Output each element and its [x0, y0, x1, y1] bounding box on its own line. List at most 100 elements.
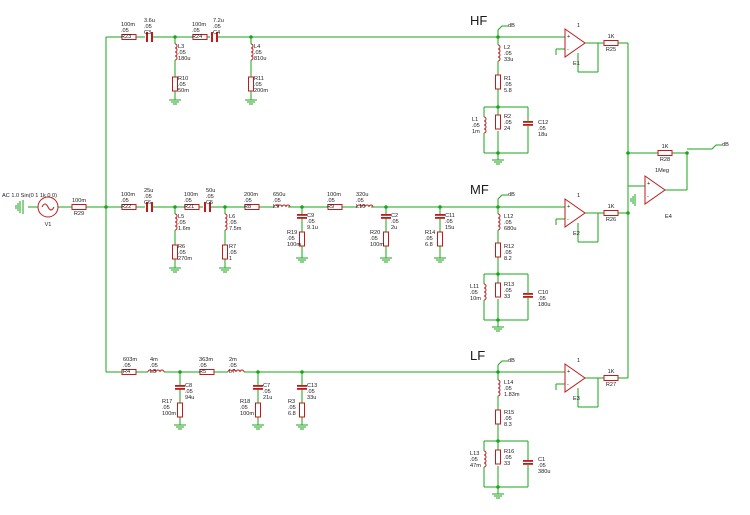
resistor-r4	[121, 369, 137, 375]
r1-label-0: R1	[504, 76, 511, 82]
r22-label-2: R22	[121, 204, 131, 210]
capacitor-c13	[297, 385, 307, 390]
r10-label-0: R10	[178, 76, 188, 82]
l12-label-2: 680u	[504, 226, 516, 232]
inductor-l7	[227, 369, 245, 373]
r8-label-2: R8	[244, 204, 251, 210]
r21-label-2: R21	[184, 204, 194, 210]
r19-label-2: 100m	[287, 242, 301, 248]
c11-label-0: C11	[445, 213, 455, 219]
r11-label-2: 200m	[254, 88, 268, 94]
r16-label-2: 33	[504, 461, 510, 467]
buffer-e2: +-	[564, 198, 586, 228]
r16-label-1: .05	[504, 455, 512, 461]
band-title-hf: HF	[470, 13, 487, 28]
r18-label-0: R18	[240, 399, 250, 405]
ground-symbol	[169, 267, 181, 273]
ground-symbol	[169, 99, 181, 105]
resistor-r24	[192, 34, 208, 40]
l10-label-2: L10	[356, 204, 365, 210]
r5-label-0: 363m	[199, 357, 213, 363]
r8-label-1: .05	[244, 198, 252, 204]
l10-label-1: .05	[356, 198, 364, 204]
net-flag	[497, 25, 508, 31]
capacitor-c11	[435, 214, 445, 219]
capacitor-c7	[253, 385, 263, 390]
r13-label-2: 33	[504, 294, 510, 300]
c7-label-2: 21u	[263, 395, 272, 401]
r2-label-1: .05	[504, 120, 512, 126]
r4-label-2: R4	[123, 369, 130, 375]
r3-label-0: R3	[288, 399, 295, 405]
l10-label-0: 320u	[356, 192, 368, 198]
ac-source-v1	[37, 196, 59, 218]
l3-label-1: .05	[178, 50, 186, 56]
ground-symbol	[296, 257, 308, 263]
r12-label-1: .05	[504, 250, 512, 256]
r23-label-1: .05	[121, 28, 129, 34]
c6-label-2: C6	[144, 200, 151, 206]
c11-label-1: .05	[445, 219, 453, 225]
c4-label-1: .05	[213, 24, 221, 30]
capacitor-c9	[297, 214, 307, 219]
l1-label-0: L1	[472, 117, 478, 123]
r1-label-2: 5.8	[504, 88, 512, 94]
l1-label-2: 1m	[472, 129, 480, 135]
r29-value: 100m	[72, 198, 86, 204]
c9-label-0: C9	[307, 213, 314, 219]
l13-label-2: 47m	[470, 463, 481, 469]
c6-label-1: .05	[144, 194, 152, 200]
net-label-db: dB	[508, 358, 515, 364]
r20-label-1: .05	[370, 236, 378, 242]
resistor-r6	[172, 244, 178, 260]
l9-label-2: L9	[273, 204, 279, 210]
l5-label-2: 1.6m	[178, 226, 191, 232]
r14-label-1: .05	[425, 236, 433, 242]
inductor-l13	[483, 450, 487, 468]
r11-label-1: .05	[254, 82, 262, 88]
r15-label-1: .05	[504, 416, 512, 422]
ground-symbol	[434, 257, 446, 263]
l9-label-0: 650u	[273, 192, 285, 198]
l6-label-1: .05	[229, 220, 237, 226]
wires	[22, 30, 712, 494]
buffer-e1-gain: 1	[577, 23, 580, 29]
l2-label-0: L2	[504, 45, 510, 51]
r22-label-0: 100m	[121, 192, 135, 198]
r14-label-2: 6.8	[425, 242, 433, 248]
r16-label-0: R16	[504, 449, 514, 455]
net-label-db: dB	[508, 192, 515, 198]
r2-label-0: R2	[504, 114, 511, 120]
capacitor-c2	[381, 214, 391, 219]
capacitor-c4	[211, 32, 218, 42]
l9-label-1: .05	[273, 198, 281, 204]
r19-label-1: .05	[287, 236, 295, 242]
r6-label-0: R6	[178, 244, 185, 250]
r4-label-0: 603m	[123, 357, 137, 363]
resistor-r25	[603, 40, 619, 46]
l3-label-2: 180u	[178, 56, 190, 62]
resistor-r26	[603, 210, 619, 216]
resistor-r27	[603, 375, 619, 381]
c9-label-2: 9.1u	[307, 225, 318, 231]
buffer-e3: +-	[564, 363, 586, 393]
c2-label-1: .05	[391, 219, 399, 225]
l14-label-2: 1.83m	[504, 392, 520, 398]
resistor-r12	[495, 242, 501, 258]
inductor-l14	[497, 379, 501, 397]
c11-label-2: 15u	[445, 225, 454, 231]
inductor-l6	[224, 213, 228, 231]
c2-label-0: C2	[391, 213, 398, 219]
r5-label-2: R5	[199, 369, 206, 375]
buffer-e2-gain: 1	[577, 193, 580, 199]
resistor-r15	[495, 409, 501, 425]
svg-text:+: +	[567, 34, 570, 40]
resistor-r8	[244, 204, 260, 210]
junctions	[104, 35, 689, 489]
l4-label-0: L4	[254, 44, 260, 50]
c1-label-1: .05	[538, 463, 546, 469]
resistor-r11	[248, 76, 254, 92]
components: +-+-+-+-	[37, 28, 673, 468]
r25-name: R25	[606, 47, 616, 53]
c7-label-1: .05	[263, 389, 271, 395]
